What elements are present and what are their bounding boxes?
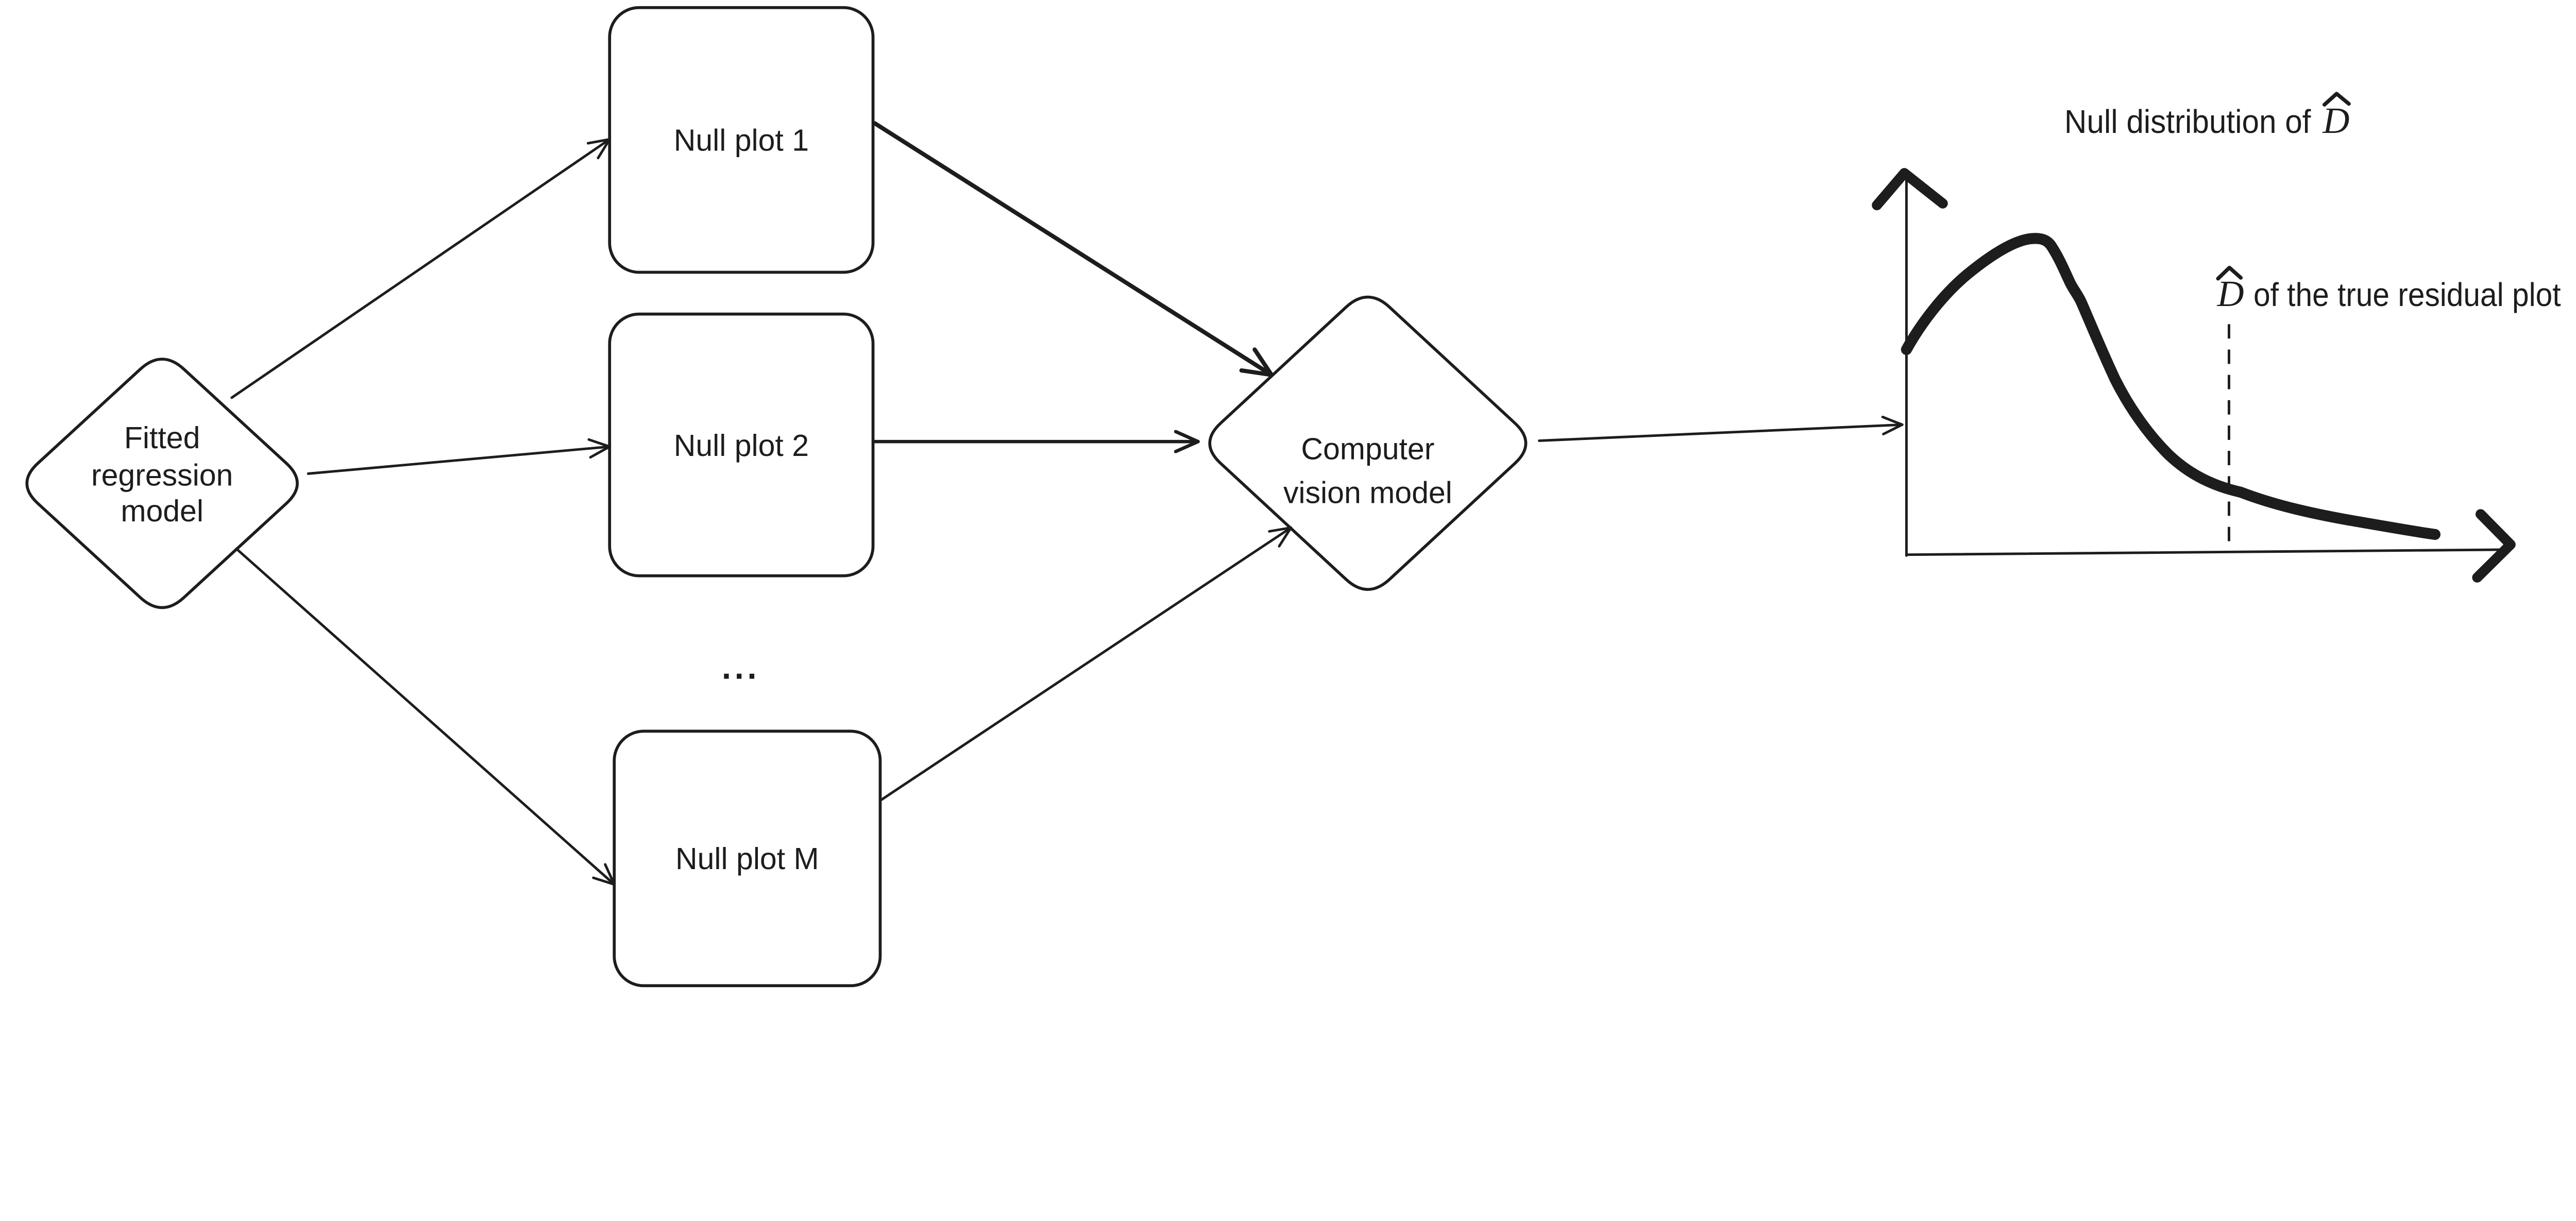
cv-label-line1: Computer [1301,432,1434,466]
null-plot-1-label: Null plot 1 [674,124,809,158]
fitted-label-line2: regression [91,458,233,492]
arrow-fitted-to-null-plot-m-head-icon [592,863,616,886]
arrow-fitted-to-null-plot-2-head-icon [587,438,611,459]
arrow-fitted-to-null-plot-1 [230,138,611,399]
plot-title-text: Null distribution of [2064,103,2311,140]
fitted-diamond-shape [25,358,299,609]
hat-icon [2216,265,2243,281]
y-axis-arrowhead-icon [1872,168,1948,211]
arrow-null-plot-m-to-cv [879,526,1293,802]
null-plot-m-label: Null plot M [675,842,819,876]
fitted-label-line3: model [121,494,204,528]
null-distribution-curve [1901,233,2441,540]
arrow-fitted-to-null-plot-1-head-icon [586,138,611,160]
true-dhat-annotation: D of the true residual plot [2216,265,2561,314]
ellipsis-between-null-plots: ... [722,649,760,686]
plot-title: Null distribution of D [2064,92,2351,141]
fitted-regression-model-node: Fitted regression model [25,358,299,609]
null-plot-m-node: Null plot M [613,730,882,988]
figure-canvas: Fitted regression model Null plot 1 Null… [25,6,2561,988]
null-plot-2-label: Null plot 2 [674,429,809,463]
arrow-fitted-to-null-plot-m [235,547,616,886]
cv-label-line2: vision model [1283,476,1452,510]
arrow-null-plot-1-to-cv [872,121,1274,377]
annotation-dhat: D [2217,273,2244,314]
plot-title-dhat: D [2322,100,2349,141]
x-axis [1905,548,2506,556]
annotation-text: of the true residual plot [2253,276,2561,313]
x-axis-arrowhead-icon [2472,509,2516,583]
computer-vision-model-node: Computer vision model [1208,295,1528,591]
arrow-null-plot-m-to-cv-head-icon [1268,526,1293,548]
arrow-cv-to-distribution-plot-head-icon [1881,415,1904,436]
edges [230,121,1904,886]
flow-diagram: Fitted regression model Null plot 1 Null… [25,6,2561,988]
null-plot-2-node: Null plot 2 [608,312,875,578]
null-distribution-plot: Null distribution of D D of the true res… [1872,92,2561,583]
hat-icon [2322,92,2351,107]
arrow-cv-to-distribution-plot [1538,423,1904,442]
null-plot-2-box [608,312,875,578]
fitted-label-line1: Fitted [124,421,200,455]
null-plot-1-node: Null plot 1 [608,6,875,274]
arrow-null-plot-1-to-cv-head-icon [1239,347,1274,377]
arrow-fitted-to-null-plot-2 [307,445,611,475]
arrow-null-plot-2-to-cv-head-icon [1174,430,1200,453]
cv-diamond-shape [1208,295,1528,591]
null-plot-m-box [613,730,882,988]
